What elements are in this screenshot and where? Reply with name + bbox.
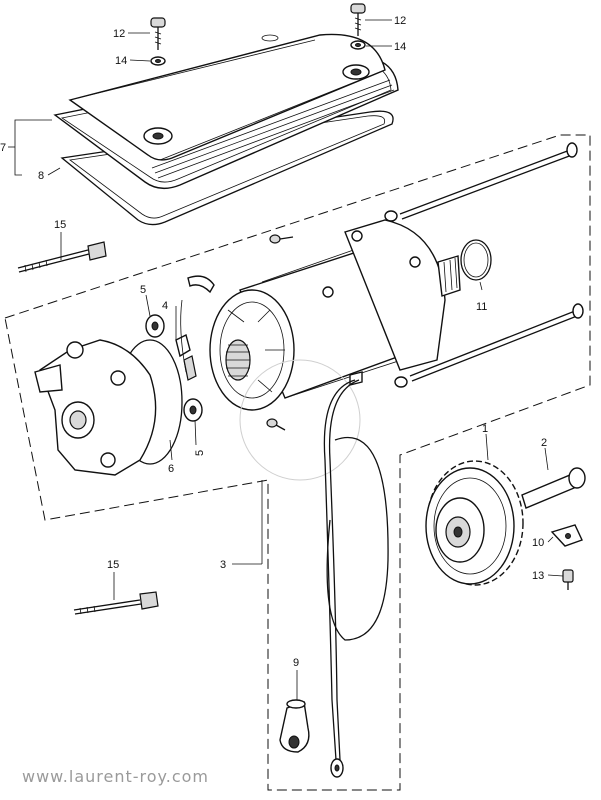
callout-15-lower: 15 <box>107 559 119 571</box>
bolt-upper-left <box>17 241 107 273</box>
assembly-boundary <box>4 134 591 791</box>
terminal-boot <box>279 699 310 753</box>
cover-assembly <box>53 33 399 226</box>
site-watermark: www.laurent-roy.com <box>22 767 209 786</box>
brush-clip <box>175 275 215 381</box>
callout-8: 8 <box>38 170 44 182</box>
small-screw-top <box>269 234 294 244</box>
callout-4: 4 <box>162 300 168 312</box>
callout-5-lower: 5 <box>194 450 206 456</box>
starter-cable <box>323 379 389 778</box>
callout-14-right: 14 <box>394 41 406 53</box>
callout-9: 9 <box>293 657 299 669</box>
small-screw-bottom <box>266 418 286 431</box>
callout-7: 7 <box>0 142 6 154</box>
callout-1: 1 <box>482 423 488 435</box>
cover-bolt-left <box>150 17 166 66</box>
callout-3: 3 <box>220 559 226 571</box>
starter-motor <box>209 219 461 481</box>
gear-shaft <box>521 467 586 509</box>
callout-14-left: 14 <box>115 55 127 67</box>
callout-12-left: 12 <box>113 28 125 40</box>
front-housing <box>34 339 183 476</box>
through-bolt-lower <box>394 303 584 388</box>
callout-11: 11 <box>476 301 487 313</box>
bearing-upper <box>145 314 165 338</box>
cover-bolt-right <box>350 3 366 50</box>
callout-12-right: 12 <box>394 15 406 27</box>
callout-2: 2 <box>541 437 547 449</box>
cover-gasket <box>60 110 394 226</box>
bearing-lower <box>183 398 203 422</box>
callout-15-upper: 15 <box>54 219 66 231</box>
leader-lines <box>8 19 564 700</box>
lock-plate <box>550 524 583 547</box>
bolt-lower-left <box>73 591 159 615</box>
callout-5-upper: 5 <box>140 284 146 296</box>
callout-6: 6 <box>168 463 174 475</box>
callout-13: 13 <box>532 570 544 582</box>
callout-10: 10 <box>532 537 544 549</box>
reduction-gear <box>425 460 524 586</box>
through-bolt-upper <box>384 142 578 222</box>
lock-bolt <box>562 569 574 590</box>
o-ring <box>460 239 492 281</box>
